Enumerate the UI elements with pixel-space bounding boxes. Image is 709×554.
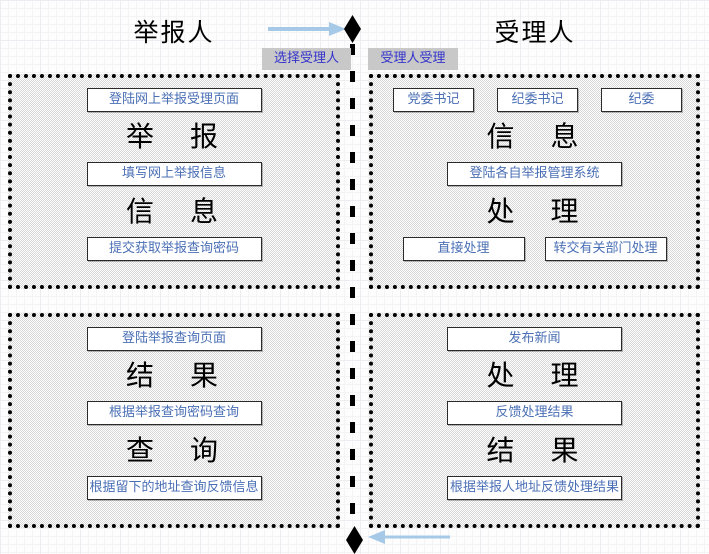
reporter-column-title: 举报人: [133, 18, 215, 47]
quadrant-result-query-content: 登陆举报查询页面 结 果 根据举报查询密码查询 查 询 根据留下的地址查询反馈信…: [12, 317, 336, 524]
quadrant-handle-result-content: 发布新闻 处 理 反馈处理结果 结 果 根据举报人地址反馈处理结果: [373, 317, 696, 524]
quadrant-handle-result: 发布新闻 处 理 反馈处理结果 结 果 根据举报人地址反馈处理结果: [369, 313, 700, 528]
flow-node-submit-get-password: 提交获取举报查询密码: [86, 236, 262, 261]
divider-dashed-line: [350, 44, 355, 528]
stage-label-report: 举 报: [125, 120, 222, 154]
handling-actions-row: 直接处理 转交有关部门处理: [373, 236, 696, 261]
right-arrow-icon: [268, 22, 346, 36]
diamond-top-icon: [344, 15, 361, 43]
flow-node-login-query-page: 登陆举报查询页面: [86, 327, 262, 352]
flow-label-handler-accepts: 受理人受理: [368, 48, 458, 70]
stage-label-result: 结 果: [486, 433, 583, 467]
diamond-bottom-icon: [346, 526, 363, 554]
quadrant-report-info: 登陆网上举报受理页面 举 报 填写网上举报信息 信 息 提交获取举报查询密码: [8, 74, 340, 289]
stage-label-result: 结 果: [125, 359, 222, 393]
quadrant-report-info-content: 登陆网上举报受理页面 举 报 填写网上举报信息 信 息 提交获取举报查询密码: [12, 78, 336, 285]
stage-label-info: 信 息: [125, 194, 222, 228]
quadrant-info-handling: 党委书记 纪委书记 纪委 信 息 登陆各自举报管理系统 处 理 直接处理 转交有…: [369, 74, 700, 289]
flow-node-party-secretary: 党委书记: [393, 88, 474, 113]
stage-label-handle: 处 理: [486, 359, 583, 393]
stage-label-handle: 处 理: [486, 194, 583, 228]
stage-label-info: 信 息: [486, 120, 583, 154]
flow-node-discipline-secretary: 纪委书记: [497, 88, 578, 113]
stage-label-query: 查 询: [125, 433, 222, 467]
flow-node-login-mgmt-system: 登陆各自举报管理系统: [447, 162, 622, 187]
flow-node-feedback-result: 反馈处理结果: [447, 401, 622, 426]
flow-node-login-report-page: 登陆网上举报受理页面: [86, 88, 262, 113]
flow-node-discipline-committee: 纪委: [601, 88, 682, 113]
flow-node-direct-handle: 直接处理: [402, 236, 525, 261]
flow-node-feedback-by-reporter-address: 根据举报人地址反馈处理结果: [447, 475, 622, 500]
flow-node-forward-to-dept: 转交有关部门处理: [544, 236, 667, 261]
flow-node-query-by-password: 根据举报查询密码查询: [86, 401, 262, 426]
quadrant-result-query: 登陆举报查询页面 结 果 根据举报查询密码查询 查 询 根据留下的地址查询反馈信…: [8, 313, 340, 528]
flow-node-publish-news: 发布新闻: [447, 327, 622, 352]
quadrant-info-handling-content: 党委书记 纪委书记 纪委 信 息 登陆各自举报管理系统 处 理 直接处理 转交有…: [373, 78, 696, 285]
flow-node-fill-report-info: 填写网上举报信息: [86, 162, 262, 187]
flow-node-query-feedback-by-address: 根据留下的地址查询反馈信息: [86, 475, 262, 500]
handler-roles-row: 党委书记 纪委书记 纪委: [373, 88, 696, 113]
flow-label-select-handler: 选择受理人: [262, 48, 351, 70]
handler-column-title: 受理人: [494, 18, 576, 47]
left-arrow-icon: [368, 530, 450, 544]
